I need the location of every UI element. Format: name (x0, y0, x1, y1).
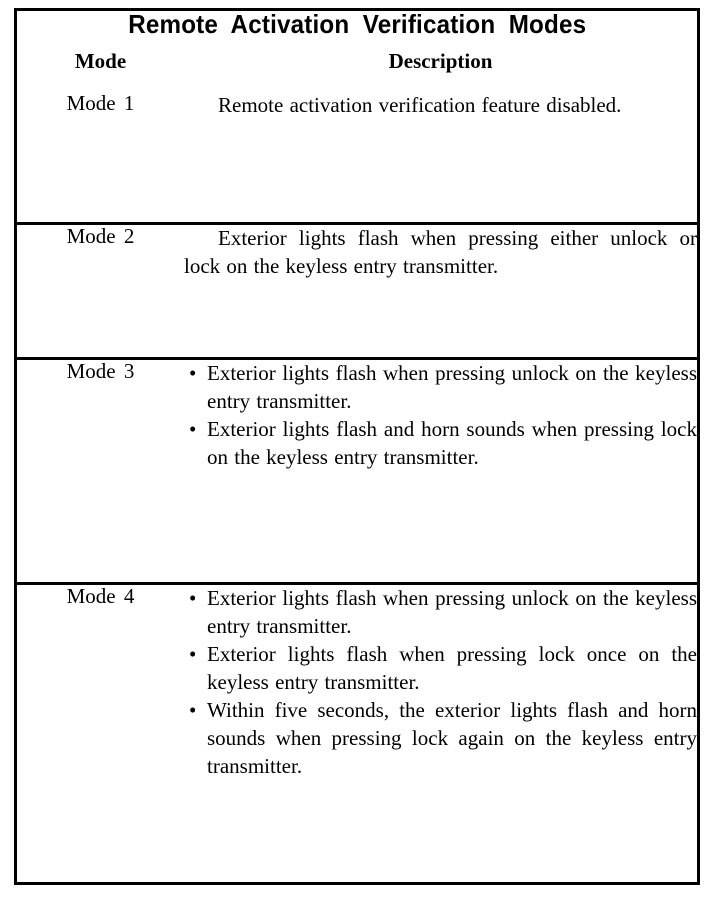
table-row: Mode 2 Exterior lights flash when pressi… (17, 223, 697, 360)
mode-label: Mode 1 (66, 91, 135, 115)
bullet-icon: • (189, 641, 197, 666)
column-header-description-label: Description (388, 49, 493, 73)
list-item-text: Exterior lights flash when pressing unlo… (207, 361, 697, 413)
bullet-icon: • (189, 586, 197, 610)
list-item: • Exterior lights flash and horn sounds … (186, 416, 697, 472)
description-cell: Exterior lights flash when pressing eith… (184, 223, 697, 360)
table-header-row: Mode Description (17, 51, 697, 92)
description-cell: • Exterior lights flash when pressing un… (184, 583, 697, 882)
table-row: Mode 1 Remote activation verification fe… (17, 91, 697, 225)
mode-label: Mode 4 (66, 584, 135, 608)
table-row: Mode 3 • Exterior lights flash when pres… (17, 358, 697, 585)
column-header-description: Description (184, 51, 697, 92)
bullet-icon: • (189, 416, 197, 441)
mode-cell: Mode 1 (17, 91, 184, 225)
list-item-text: Exterior lights flash when pressing lock… (207, 641, 697, 694)
description-bullet-list: • Exterior lights flash when pressing un… (184, 585, 697, 780)
table-title-cell: Remote Activation Verification Modes (17, 11, 697, 51)
mode-cell: Mode 2 (17, 223, 184, 360)
list-item-text: Exterior lights flash when pressing unlo… (207, 586, 697, 638)
description-paragraph: Remote activation verification feature d… (218, 93, 622, 117)
list-item-text: Exterior lights flash and horn sounds wh… (207, 416, 697, 469)
bullet-icon: • (189, 697, 197, 722)
list-item: • Exterior lights flash when pressing un… (186, 585, 697, 641)
column-header-mode: Mode (17, 51, 184, 92)
table-title-row: Remote Activation Verification Modes (17, 11, 697, 51)
remote-activation-verification-modes-table: Remote Activation Verification Modes Mod… (17, 11, 697, 882)
list-item: • Exterior lights flash when pressing un… (186, 360, 697, 416)
description-cell: • Exterior lights flash when pressing un… (184, 358, 697, 585)
column-header-mode-label: Mode (74, 49, 127, 73)
table-row: Mode 4 • Exterior lights flash when pres… (17, 583, 697, 882)
description-bullet-list: • Exterior lights flash when pressing un… (184, 360, 697, 472)
modes-table-frame: Remote Activation Verification Modes Mod… (14, 8, 700, 885)
list-item-text: Within five seconds, the exterior lights… (207, 697, 697, 778)
mode-cell: Mode 3 (17, 358, 184, 585)
page-title: Remote Activation Verification Modes (128, 9, 586, 39)
mode-cell: Mode 4 (17, 583, 184, 882)
list-item: • Exterior lights flash when pressing lo… (186, 641, 697, 697)
mode-label: Mode 3 (66, 359, 135, 383)
list-item: • Within five seconds, the exterior ligh… (186, 697, 697, 781)
description-paragraph: Exterior lights flash when pressing eith… (184, 226, 697, 278)
bullet-icon: • (189, 361, 197, 385)
description-cell: Remote activation verification feature d… (184, 92, 697, 225)
mode-label: Mode 2 (66, 224, 135, 248)
